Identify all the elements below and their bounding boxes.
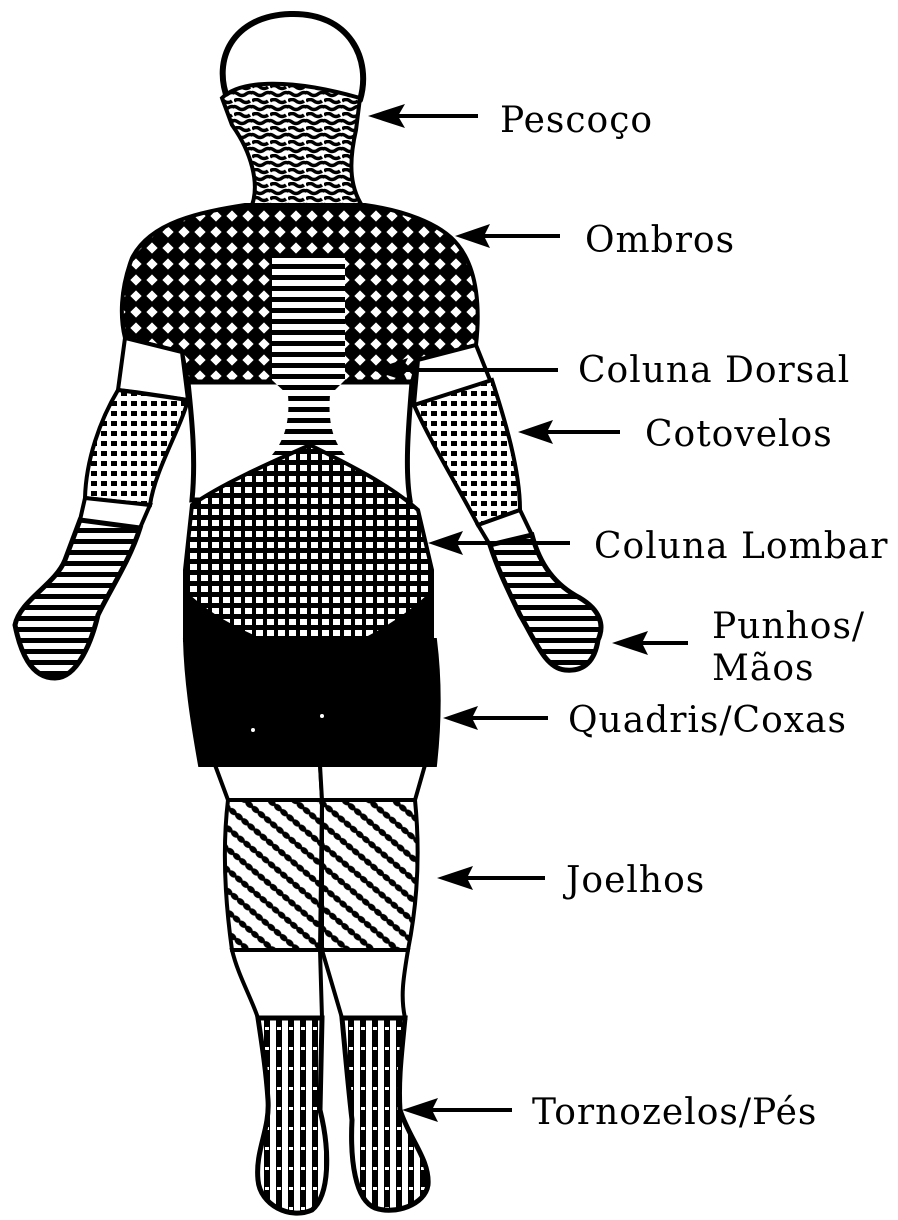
label-knees: Joelhos (562, 860, 705, 901)
body-figure (15, 14, 601, 1213)
label-neck: Pescoço (500, 100, 653, 141)
label-ankles-feet: Tornozelos/Pés (532, 1092, 817, 1133)
arrow-shoulders (455, 224, 560, 248)
arrow-wrists-hands (612, 631, 688, 655)
label-elbows: Cotovelos (645, 414, 833, 455)
region-elbow-left (85, 390, 188, 505)
label-hips-thighs: Quadris/Coxas (568, 700, 847, 741)
region-hips-thighs (185, 640, 439, 765)
region-hand-right (490, 535, 601, 670)
lower-leg-left (232, 950, 322, 1018)
region-knee-right (322, 800, 418, 950)
lower-leg-right (322, 950, 408, 1018)
region-foot-left (258, 1018, 327, 1213)
label-hands: Mãos (712, 648, 814, 689)
label-upper-spine: Coluna Dorsal (578, 350, 850, 391)
upper-leg-right (320, 765, 425, 800)
label-shoulders: Ombros (585, 220, 735, 261)
arrow-neck (368, 104, 478, 128)
upper-leg-left (215, 765, 322, 800)
speck (320, 714, 324, 718)
region-elbow-right (414, 380, 520, 525)
region-hand-left (15, 520, 140, 678)
arrow-knees (437, 866, 545, 890)
arrow-elbows (518, 420, 620, 444)
label-lower-spine: Coluna Lombar (594, 526, 888, 567)
region-knee-left (225, 800, 322, 950)
speck (251, 728, 255, 732)
label-wrists: Punhos/ (712, 606, 865, 647)
region-neck (222, 84, 365, 210)
arrow-ankles-feet (402, 1098, 512, 1122)
arrow-hips-thighs (443, 706, 548, 730)
